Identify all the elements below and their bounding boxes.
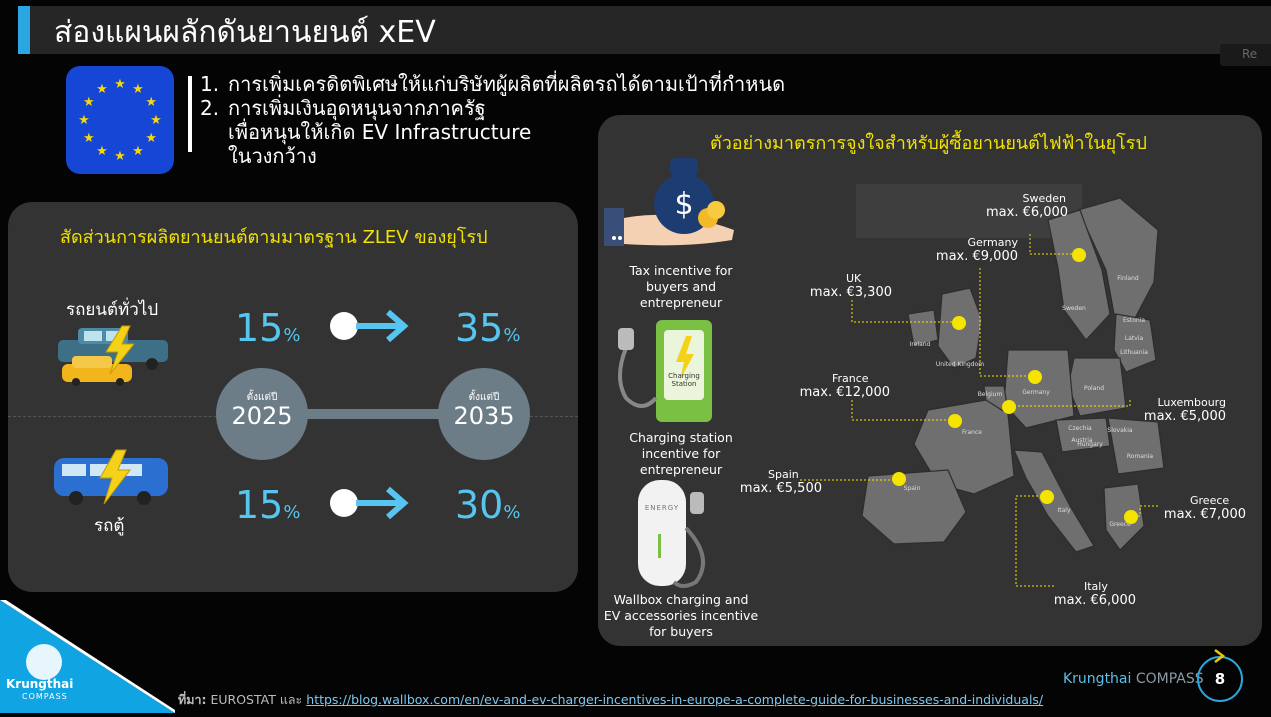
eu-star-icon: ★ — [150, 113, 162, 128]
wallbox-icon — [632, 478, 722, 594]
corner-tab-label: Re — [1242, 47, 1258, 61]
policy-item: ในวงกว้าง — [228, 144, 317, 168]
sweden-marker[interactable] — [1072, 248, 1086, 262]
greece-marker[interactable] — [1124, 510, 1138, 524]
eu-flag-icon: ★★★★★★★★★★★★ — [66, 66, 174, 174]
map-country-label: Estonia — [1123, 317, 1145, 324]
tax-incentive-label: Tax incentive for buyers and entrepreneu… — [629, 263, 733, 310]
zlev-panel-title: สัดส่วนการผลิตยานยนต์ตามมาตรฐาน ZLEV ของ… — [60, 227, 488, 248]
wallbox-text: ENERGY — [644, 504, 680, 512]
eu-star-icon: ★ — [132, 82, 144, 97]
van-from-percent: 15% — [235, 483, 301, 527]
eu-star-icon: ★ — [145, 131, 157, 146]
map-country-label: United Kingdom — [936, 361, 984, 368]
eu-star-icon: ★ — [78, 113, 90, 128]
map-country-label: Germany — [1022, 389, 1050, 396]
car-icon — [54, 322, 174, 390]
eu-star-icon: ★ — [145, 95, 157, 110]
map-country-label: Latvia — [1125, 335, 1144, 342]
svg-text:$: $ — [674, 187, 693, 222]
map-country-label: Lithuania — [1120, 349, 1148, 356]
charging-incentive-label: Charging station incentive for entrepren… — [629, 430, 733, 477]
title-bar — [18, 6, 1271, 54]
wallbox-incentive-label: Wallbox charging and EV accessories ince… — [603, 592, 759, 639]
eu-star-icon: ★ — [96, 82, 108, 97]
uk-marker[interactable] — [952, 316, 966, 330]
eu-star-icon: ★ — [96, 144, 108, 159]
map-country-label: France — [962, 429, 982, 436]
source-label: ที่มา: — [178, 692, 207, 707]
eu-star-icon: ★ — [83, 131, 95, 146]
map-country-label: Poland — [1084, 385, 1104, 392]
car-to-percent: 35% — [455, 306, 521, 350]
van-icon — [52, 448, 172, 512]
map-country-label: Romania — [1127, 453, 1154, 460]
policy-item: 2.การเพิ่มเงินอุดหนุนจากภาครัฐ — [200, 96, 486, 120]
car-label: รถยนต์ทั่วไป — [66, 300, 159, 320]
eu-star-icon: ★ — [114, 149, 126, 164]
map-overlay-box — [856, 184, 1082, 238]
france-marker[interactable] — [948, 414, 962, 428]
year-2035-badge: ตั้งแต่ปี 2035 — [438, 368, 530, 460]
incentives-panel-title: ตัวอย่างมาตรการจูงใจสำหรับผู้ซื้อยานยนต์… — [710, 133, 1147, 154]
chevron-right-icon — [1212, 648, 1226, 668]
eu-star-icon: ★ — [132, 144, 144, 159]
brand-corner — [0, 600, 175, 713]
arrow-right-icon — [328, 308, 410, 348]
policy-list: 1.การเพิ่มเครดิตพิเศษให้แก่บริษัทผู้ผลิต… — [200, 72, 785, 168]
map-country-label: Czechia — [1068, 425, 1092, 432]
germany-marker[interactable] — [1028, 370, 1042, 384]
page-title: ส่องแผนผลักดันยานยนต์ xEV — [54, 15, 436, 50]
source-note: ที่มา: EUROSTAT และ https://blog.wallbox… — [178, 690, 1043, 710]
map-country-label: Sweden — [1062, 305, 1086, 312]
map-country-label: Slovakia — [1107, 427, 1133, 434]
van-to-percent: 30% — [455, 483, 521, 527]
policy-item: เพื่อหนุนให้เกิด EV Infrastructure — [228, 120, 532, 144]
eu-star-icon: ★ — [114, 77, 126, 92]
brand-logo-text: Krungthai — [6, 677, 74, 691]
map-country-label: Austria — [1071, 437, 1093, 444]
eu-star-icon: ★ — [83, 95, 95, 110]
policy-item: 1.การเพิ่มเครดิตพิเศษให้แก่บริษัทผู้ผลิต… — [200, 72, 786, 96]
map-country-label: Italy — [1057, 507, 1070, 514]
brand-logo-sub: COMPASS — [22, 692, 68, 701]
spain-marker[interactable] — [892, 472, 906, 486]
car-from-percent: 15% — [235, 306, 301, 350]
map-country-label: Greece — [1109, 521, 1131, 528]
title-accent — [18, 6, 30, 54]
year-2025-badge: ตั้งแต่ปี 2025 — [216, 368, 308, 460]
arrow-right-icon — [328, 485, 410, 525]
luxembourg-marker[interactable] — [1002, 400, 1016, 414]
year-connector — [300, 409, 450, 419]
source-text: EUROSTAT และ — [210, 692, 303, 707]
corner-tab[interactable]: Re — [1220, 44, 1271, 66]
source-link[interactable]: https://blog.wallbox.com/en/ev-and-ev-ch… — [306, 692, 1044, 707]
map-country-label: Belgium — [978, 391, 1003, 398]
charging-station-text: Charging Station — [668, 372, 700, 388]
brand-footer: Krungthai COMPASS — [1063, 671, 1204, 687]
map-country-label: Ireland — [910, 341, 931, 348]
map-country-label: Hungary — [1077, 441, 1103, 448]
money-bag-icon: $ — [604, 148, 738, 254]
policy-divider — [188, 76, 192, 152]
charging-station-icon — [612, 318, 716, 428]
van-label: รถตู้ — [94, 516, 125, 536]
italy-marker[interactable] — [1040, 490, 1054, 504]
map-country-label: Spain — [904, 485, 921, 492]
map-country-label: Finland — [1117, 275, 1139, 282]
